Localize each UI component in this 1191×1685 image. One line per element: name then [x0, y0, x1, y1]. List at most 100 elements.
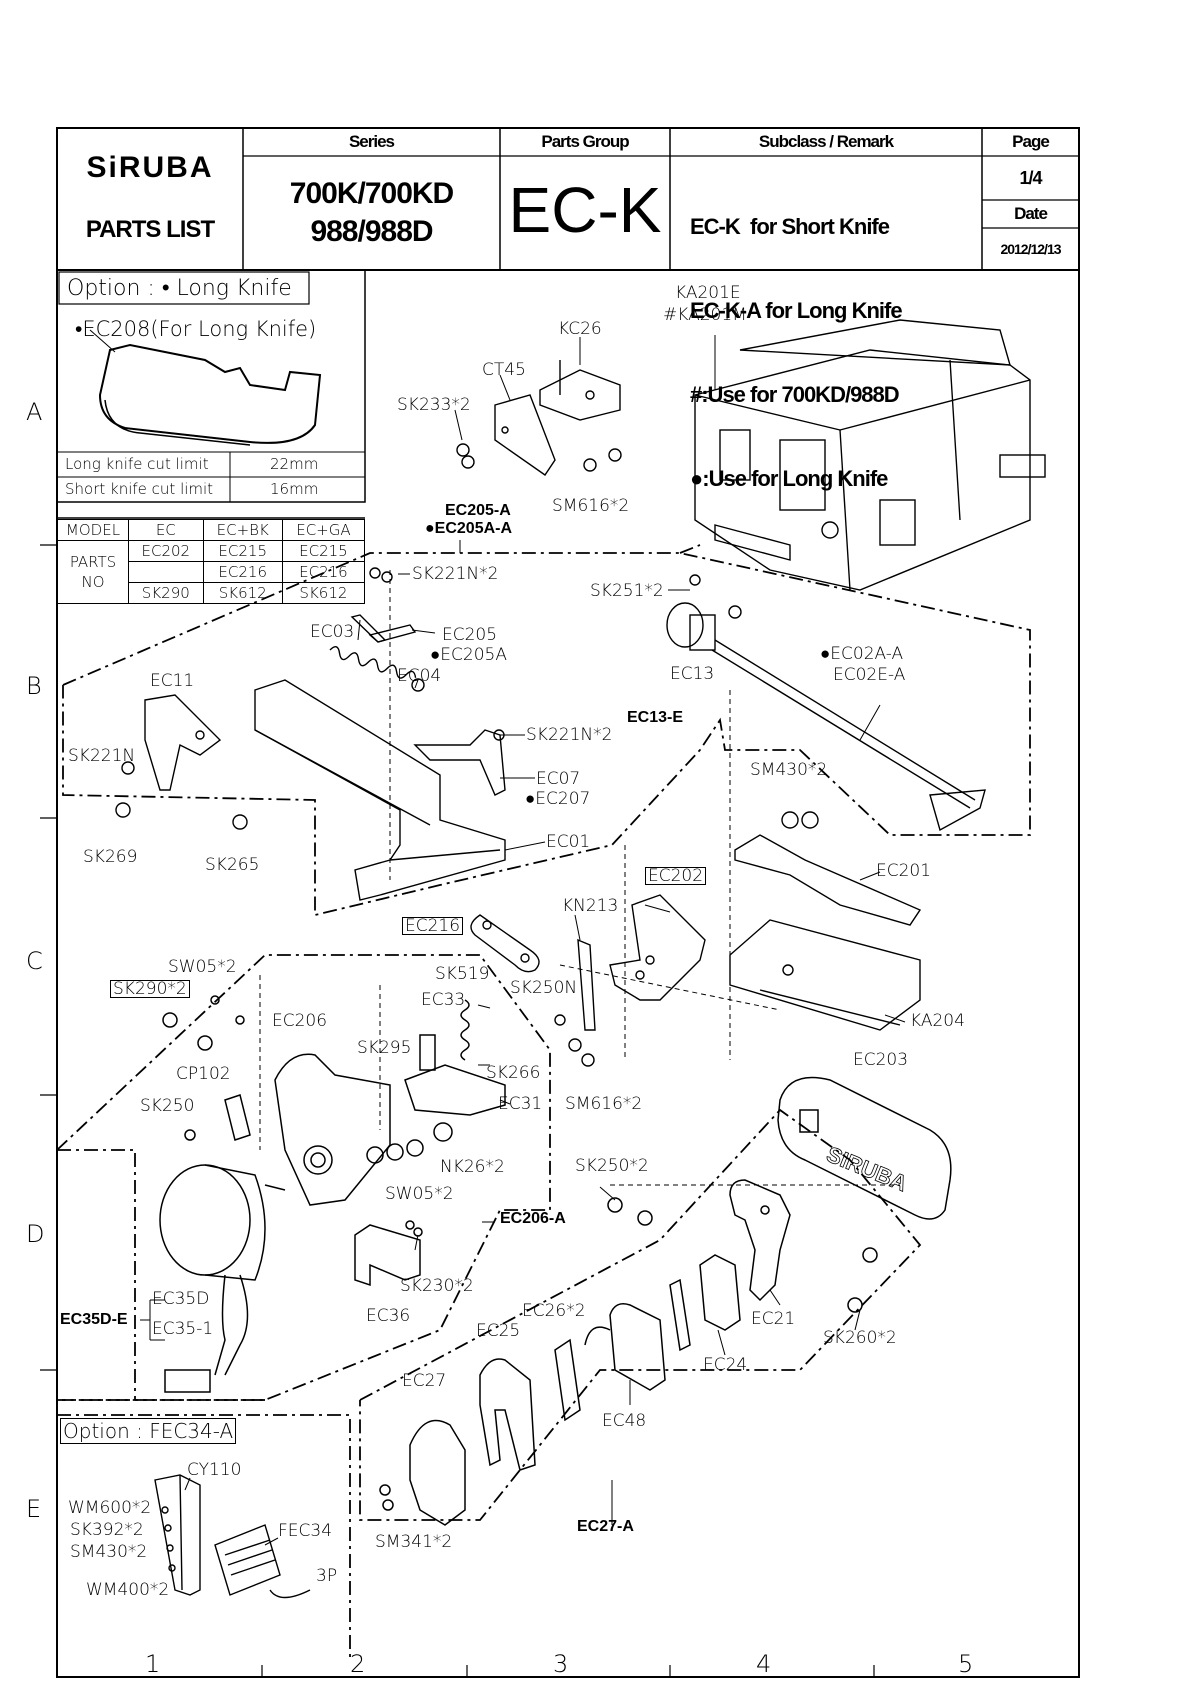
part-label: EC07 — [536, 769, 581, 789]
part-label: SM341*2 — [375, 1532, 453, 1552]
part-label: NK26*2 — [440, 1157, 505, 1177]
part-label: EC25 — [476, 1321, 521, 1341]
part-label: SK269 — [83, 847, 138, 867]
doc-title: PARTS LIST — [85, 216, 215, 243]
grid-row-letter: D — [26, 1220, 45, 1248]
grid-col-number: 4 — [756, 1650, 772, 1678]
group-label: EC205-A — [445, 502, 511, 519]
part-label: EC26*2 — [522, 1301, 586, 1321]
part-label: KA201E — [675, 283, 741, 303]
part-label: SM430*2 — [750, 760, 828, 780]
date-label: Date — [1014, 204, 1048, 223]
part-label: CT45 — [482, 360, 526, 380]
part-label: ●EC02A-A — [820, 644, 904, 664]
ec208-label: •EC208(For Long Knife) — [75, 317, 317, 341]
part-label: SK230*2 — [400, 1276, 474, 1296]
part-label-boxed: SK290*2 — [110, 980, 190, 998]
short-knife-limit-label: Short knife cut limit — [65, 480, 214, 498]
part-label: EC206 — [272, 1011, 328, 1031]
series-label: Series — [348, 132, 395, 151]
table-cell: EC216 — [281, 561, 366, 583]
part-label: EC11 — [150, 671, 195, 691]
short-knife-limit-value: 16mm — [270, 480, 319, 498]
parts-group-label: Parts Group — [541, 132, 629, 151]
part-label: CY110 — [187, 1460, 242, 1480]
part-label: SK250N — [510, 978, 578, 998]
part-label: EC33 — [421, 990, 466, 1010]
table-cell: SK612 — [281, 582, 366, 604]
part-label: EC03 — [310, 622, 355, 642]
series-value-1: 700K/700KD — [289, 177, 454, 210]
part-label: EC24 — [703, 1355, 748, 1375]
table-cell: SK290 — [128, 582, 204, 604]
part-label: 3P — [316, 1566, 338, 1586]
grid-col-number: 2 — [350, 1650, 366, 1678]
table-cell: EC216 — [202, 561, 283, 583]
grid-col-number: 3 — [553, 1650, 569, 1678]
part-label-boxed: EC202 — [645, 867, 707, 885]
part-label: EC04 — [397, 666, 442, 686]
long-knife-limit-value: 22mm — [270, 455, 319, 473]
grid-row-letter: A — [26, 398, 43, 426]
group-label: EC35D-E — [60, 1311, 128, 1328]
table-cell: EC215 — [281, 540, 366, 562]
table-cell: EC202 — [128, 540, 204, 562]
part-label: SM430*2 — [70, 1542, 148, 1562]
part-label: EC48 — [602, 1411, 647, 1431]
part-label: SW05*2 — [385, 1184, 454, 1204]
part-label: WM400*2 — [86, 1580, 170, 1600]
part-label: SK251*2 — [590, 581, 664, 601]
part-label: EC21 — [751, 1309, 796, 1329]
part-label: SK221N*2 — [412, 564, 499, 584]
part-label: EC01 — [546, 832, 591, 852]
svg-text:SIRUBA: SIRUBA — [823, 1141, 911, 1196]
part-label: EC203 — [853, 1050, 909, 1070]
group-label: EC206-A — [500, 1210, 566, 1227]
part-label: SK260*2 — [823, 1328, 897, 1348]
table-cell: EC215 — [202, 540, 283, 562]
part-label: KN213 — [562, 896, 619, 916]
part-label: CP102 — [176, 1064, 231, 1084]
part-label: EC02E-A — [833, 665, 906, 685]
part-label: EC205 — [442, 625, 498, 645]
part-label: SK221N*2 — [526, 725, 613, 745]
remark-line: #:Use for 700KD/988D — [690, 382, 900, 407]
part-label: KA204 — [910, 1011, 965, 1031]
grid-col-number: 5 — [958, 1650, 974, 1678]
part-label: #KA201M — [663, 305, 747, 325]
parts-no-label: PARTS NO — [57, 540, 129, 604]
part-label: ●EC207 — [525, 789, 591, 809]
option-fec34-title: Option : FEC34-A — [60, 1418, 237, 1444]
part-label: EC35-1 — [152, 1319, 214, 1339]
subclass-label: Subclass / Remark — [758, 132, 894, 151]
part-label: SW05*2 — [168, 957, 237, 977]
page-value: 1/4 — [1019, 167, 1042, 188]
part-label-boxed: EC216 — [402, 917, 464, 935]
remark-line: EC-K-A for Long Knife — [690, 298, 903, 323]
model-table: MODEL EC EC+BK EC+GA PARTS NO EC202 EC21… — [57, 519, 366, 604]
part-label: SK221N — [68, 746, 136, 766]
part-label: KC26 — [558, 319, 602, 339]
table-header: EC — [128, 519, 204, 541]
part-label: SK392*2 — [70, 1520, 144, 1540]
part-label: SK265 — [205, 855, 260, 875]
part-label: SM616*2 — [552, 496, 630, 516]
group-label: EC27-A — [577, 1518, 634, 1535]
part-label: EC36 — [366, 1306, 411, 1326]
part-label: SK519 — [435, 964, 490, 984]
part-label: WM600*2 — [68, 1498, 152, 1518]
parts-group-value: EC-K — [508, 174, 662, 246]
date-value: 2012/12/13 — [1000, 241, 1061, 257]
part-label: SM616*2 — [565, 1094, 643, 1114]
part-label: EC31 — [498, 1094, 543, 1114]
remark-line: ●:Use for Long Knife — [690, 466, 888, 491]
part-label: FEC34 — [278, 1521, 333, 1541]
part-label: EC27 — [402, 1371, 447, 1391]
remark-line: EC-K for Short Knife — [690, 214, 890, 239]
grid-col-number: 1 — [145, 1650, 161, 1678]
part-label: SK295 — [357, 1038, 412, 1058]
remarks-list: EC-K for Short Knife EC-K-A for Long Kni… — [690, 157, 903, 521]
table-header: EC+GA — [281, 519, 366, 541]
part-label: SK250 — [140, 1096, 195, 1116]
